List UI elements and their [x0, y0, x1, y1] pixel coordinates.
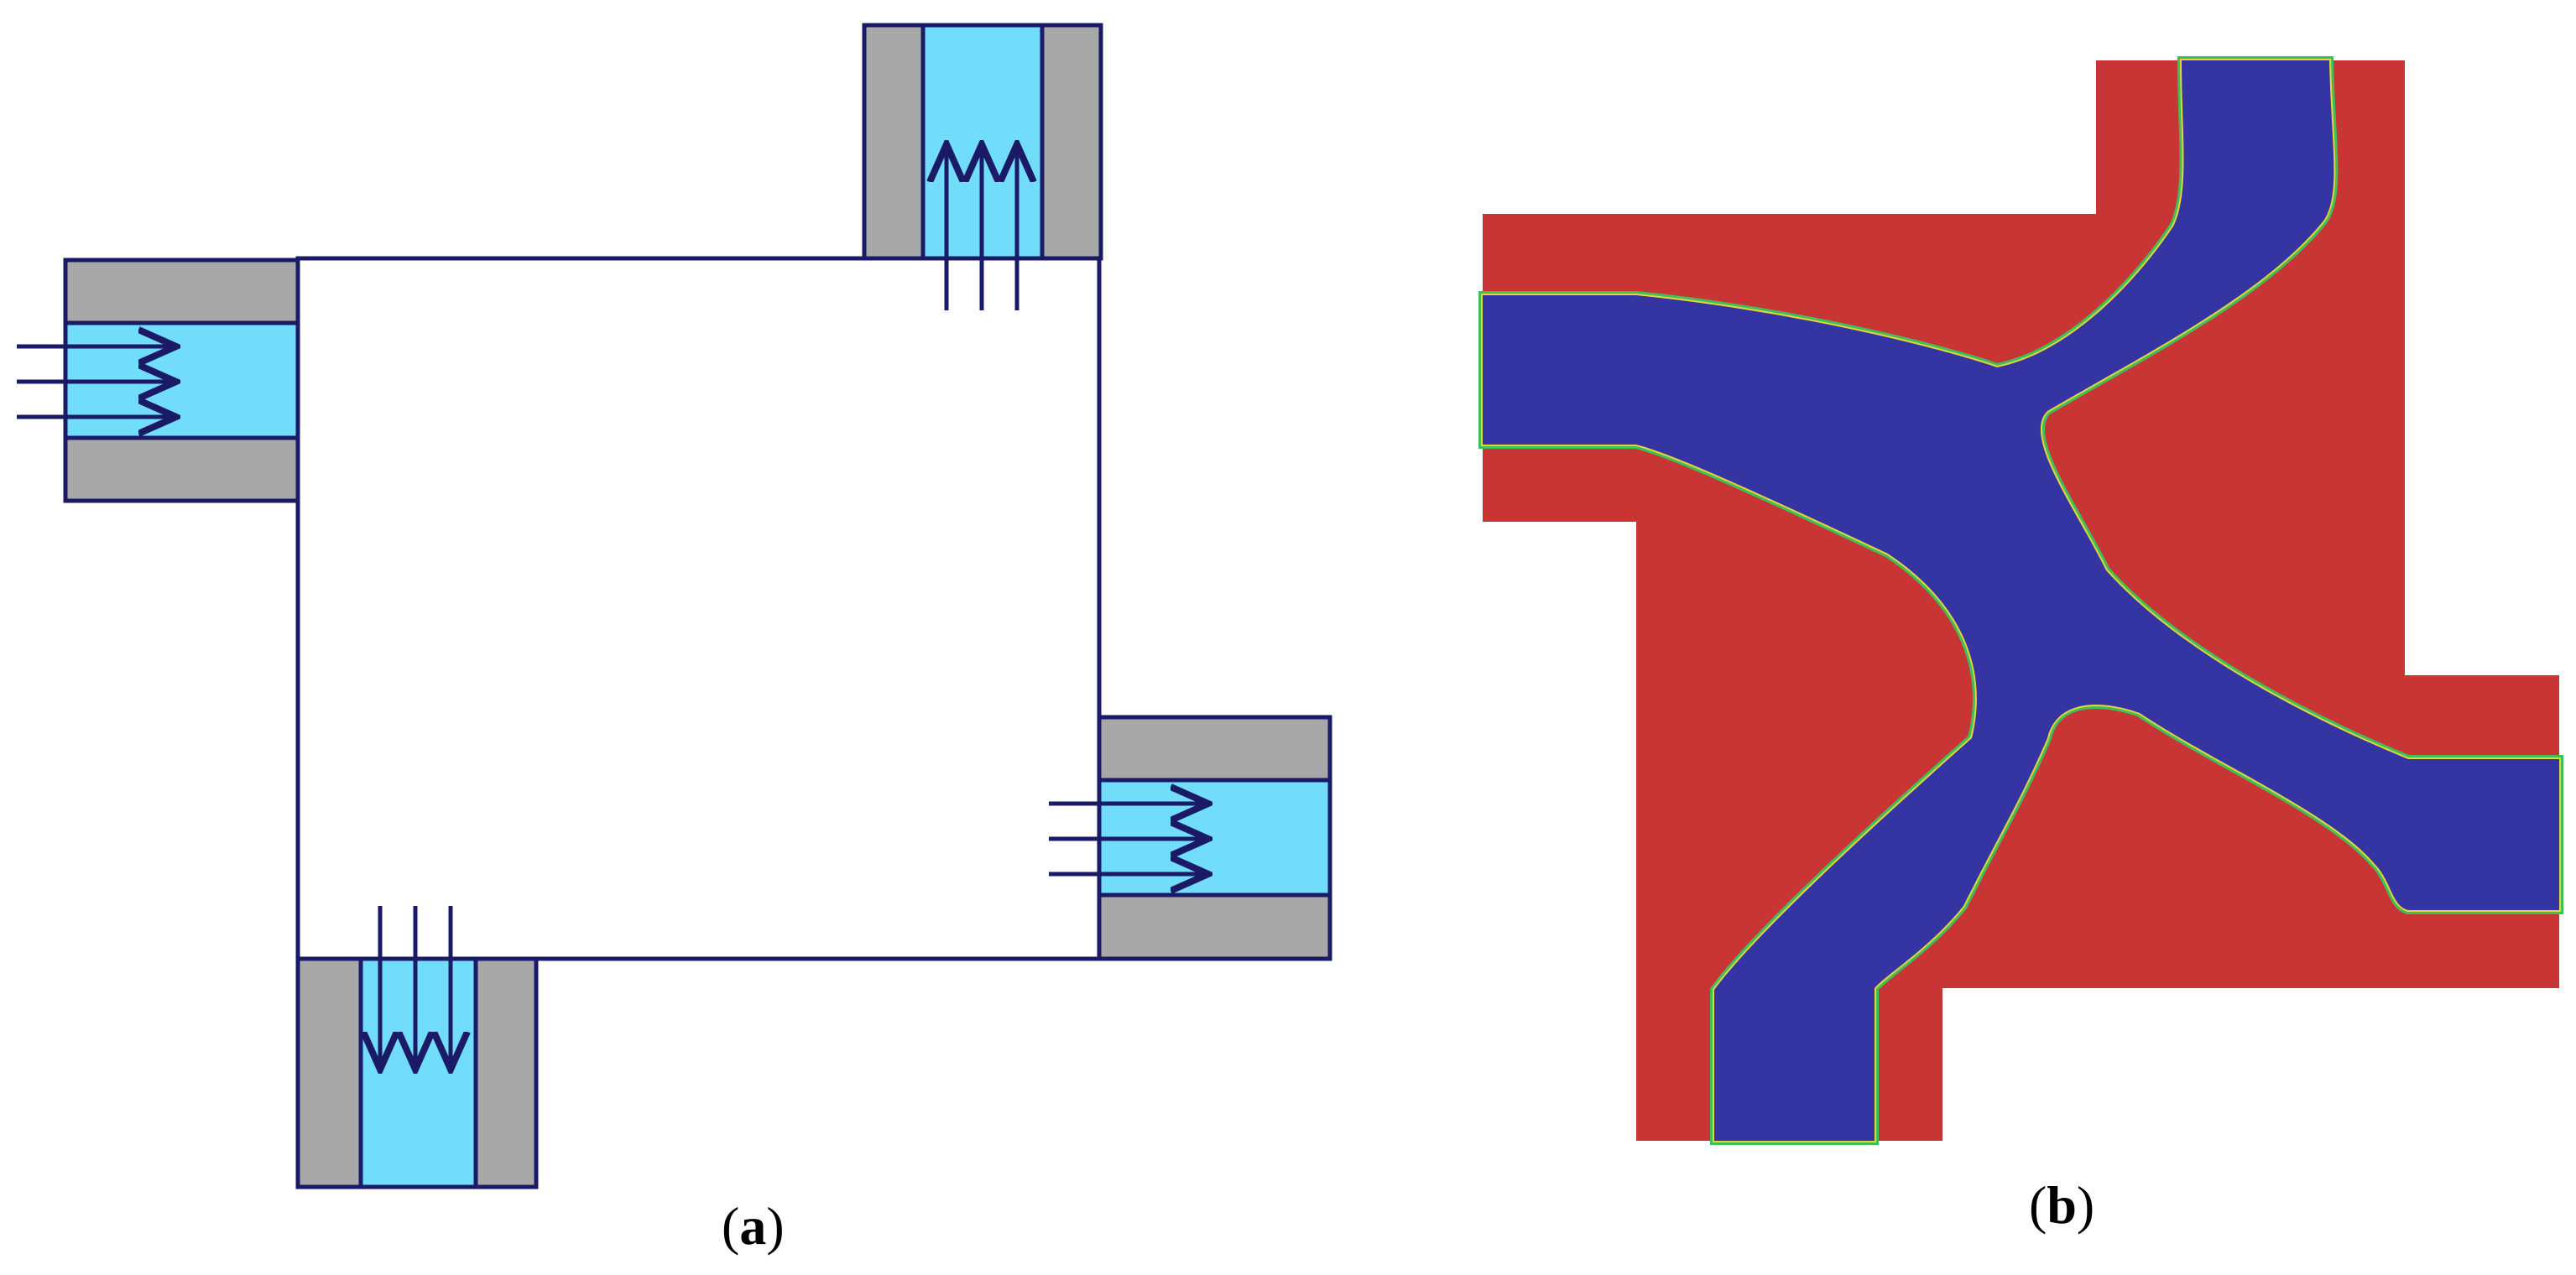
left-port-wall-bottom	[63, 435, 300, 503]
left-port	[17, 258, 300, 503]
panel-a-schematic	[17, 23, 1332, 1189]
bottom-port-wall-left	[295, 956, 363, 1189]
panel-b-simulation	[1478, 56, 2563, 1145]
top-port-wall-left	[862, 23, 926, 261]
right-port-arrows	[1049, 804, 1208, 874]
top-port	[862, 23, 1103, 310]
top-port-wall-right	[1040, 23, 1103, 261]
fluid-channel-region	[1483, 60, 2559, 1141]
right-port-wall-top	[1097, 715, 1332, 783]
main-chamber	[295, 256, 1102, 961]
bottom-port-arrows	[380, 906, 451, 1069]
left-port-arrows	[17, 346, 176, 417]
right-port	[1049, 715, 1332, 961]
top-port-arrows	[946, 144, 1017, 310]
bottom-port-wall-right	[473, 956, 539, 1189]
right-port-wall-bottom	[1097, 892, 1332, 961]
bottom-port	[295, 906, 539, 1189]
left-port-wall-top	[63, 258, 300, 325]
caption-a: (a)	[722, 1196, 785, 1256]
caption-b: (b)	[2029, 1175, 2095, 1235]
